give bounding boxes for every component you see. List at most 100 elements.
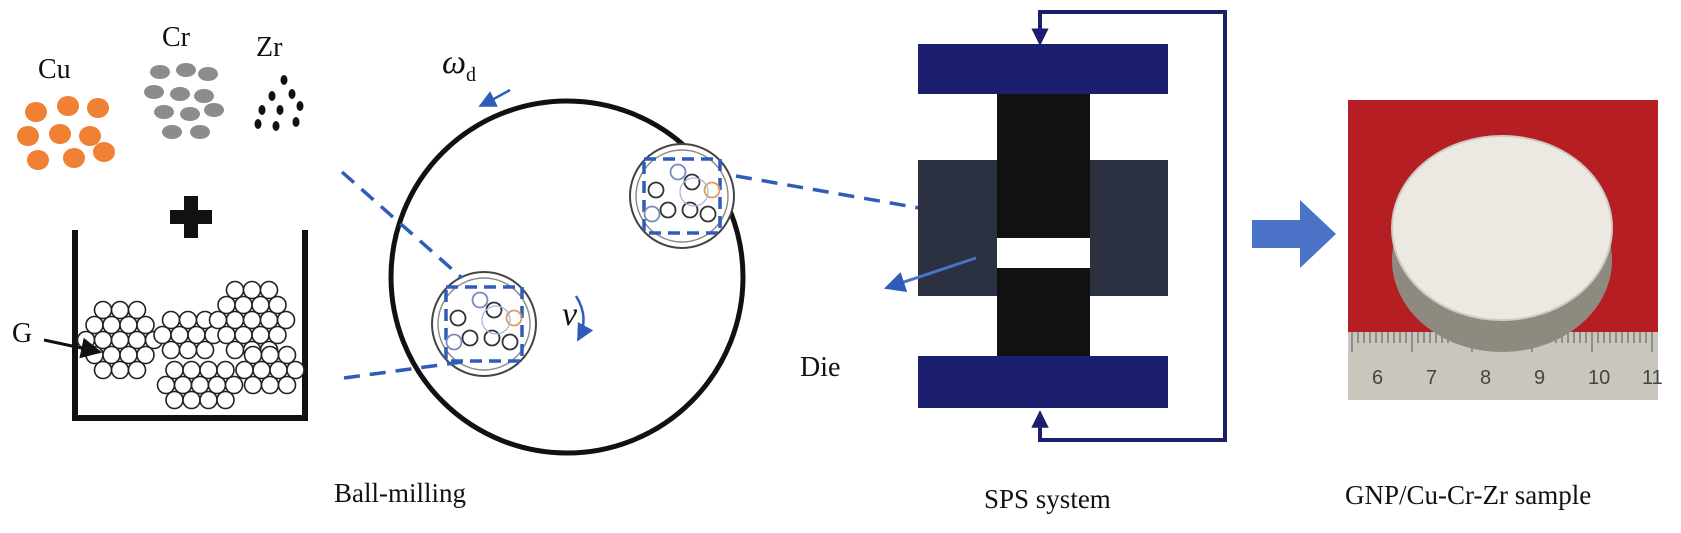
graphene-sphere — [216, 390, 235, 410]
graphene-sphere — [216, 360, 235, 380]
graphene-sphere — [110, 330, 130, 350]
caption-ball-milling: Ball-milling — [334, 478, 466, 508]
label-die: Die — [800, 352, 841, 383]
vial-ball — [659, 201, 677, 219]
graphene-sphere — [110, 360, 130, 380]
graphene-sphere — [225, 340, 245, 360]
graphene-sphere — [93, 300, 113, 320]
vial-ball — [669, 163, 687, 181]
zr-particle — [272, 121, 280, 131]
graphene-sphere — [76, 330, 96, 350]
top-electrode — [918, 44, 1168, 94]
sample-disk-top — [1391, 135, 1613, 321]
graphene-sphere — [190, 375, 210, 395]
vial-ball — [703, 181, 721, 199]
graphene-sphere — [170, 325, 189, 345]
label-angular-velocity: ωd — [442, 44, 476, 87]
vial-ball — [643, 205, 661, 223]
graphene-sphere — [127, 300, 147, 320]
graphene-pointer-arrow — [43, 337, 103, 359]
graphene-sphere — [119, 315, 138, 335]
graphene-sphere — [127, 330, 147, 350]
graphene-sphere — [277, 345, 297, 365]
label-graphene: G — [12, 318, 33, 349]
container-outline — [72, 230, 308, 421]
vial-ball — [699, 205, 717, 223]
graphene-sphere — [182, 390, 201, 410]
graphene-sphere — [260, 375, 280, 395]
zr-particle — [292, 117, 300, 127]
die-pointer-arrow — [884, 256, 977, 292]
milling-jar — [388, 98, 746, 456]
zr-particle — [296, 101, 304, 111]
graphene-sphere — [182, 360, 201, 380]
zr-particle — [268, 91, 276, 101]
graphene-sphere — [173, 375, 193, 395]
graphene-sphere — [217, 295, 236, 315]
label-cr: Cr — [162, 22, 190, 53]
graphene-sphere — [208, 310, 228, 330]
vial-ball — [461, 329, 479, 347]
label-velocity: v — [562, 296, 578, 333]
graphene-sphere — [268, 295, 287, 315]
plus-sign-horizontal — [170, 210, 212, 224]
graphene-sphere — [93, 330, 113, 350]
bottom-electrode — [918, 356, 1168, 408]
graphene-sphere — [165, 390, 184, 410]
graphene-sphere — [85, 315, 104, 335]
vial-ball — [445, 333, 463, 351]
graphene-sphere — [251, 295, 270, 315]
projection-line-upper — [340, 170, 464, 280]
graphene-sphere — [234, 295, 253, 315]
cr-particle — [162, 125, 182, 139]
cr-particle — [204, 103, 224, 117]
graphene-sphere — [161, 310, 181, 330]
vial-ball — [647, 181, 665, 199]
graphene-sphere — [235, 360, 254, 380]
cr-particle — [194, 89, 214, 103]
cu-particle — [93, 142, 115, 162]
graphene-sphere — [217, 325, 236, 345]
cu-particle — [17, 126, 39, 146]
ruler-number: 6 — [1372, 367, 1383, 389]
cu-particle — [27, 150, 49, 170]
die-cavity — [997, 238, 1090, 268]
graphene-sphere — [178, 340, 198, 360]
graphene-sphere — [259, 280, 279, 300]
graphene-sphere — [225, 280, 245, 300]
vial-swirl — [481, 305, 511, 335]
graphene-sphere — [224, 375, 244, 395]
zr-particle — [288, 89, 296, 99]
vial-inner-ring — [437, 277, 531, 371]
milling-vial — [629, 143, 735, 249]
omega-symbol: ω — [442, 44, 467, 81]
ruler-number: 10 — [1588, 367, 1610, 389]
graphene-sphere — [178, 310, 198, 330]
graphene-sphere — [161, 340, 181, 360]
graphene-sphere — [136, 345, 155, 365]
graphene-sphere — [251, 325, 270, 345]
graphene-cluster — [153, 310, 223, 360]
caption-sample: GNP/Cu-Cr-Zr sample — [1345, 480, 1592, 510]
zr-particle — [258, 105, 266, 115]
graphene-sphere — [136, 315, 155, 335]
graphene-sphere — [268, 325, 287, 345]
graphene-sphere — [127, 360, 147, 380]
cr-particle — [180, 107, 200, 121]
cu-particle — [25, 102, 47, 122]
process-arrow — [1252, 200, 1336, 268]
projection-line-lower — [343, 360, 463, 380]
graphene-sphere — [242, 280, 262, 300]
cr-particle — [170, 87, 190, 101]
graphene-sphere — [234, 325, 253, 345]
vial-ball — [681, 201, 699, 219]
graphene-sphere — [252, 360, 271, 380]
graphene-sphere — [153, 325, 172, 345]
label-zr: Zr — [256, 32, 283, 63]
graphene-cluster — [156, 360, 244, 410]
label-cu: Cu — [38, 54, 71, 85]
vial-ball — [501, 333, 519, 351]
cr-particle — [198, 67, 218, 81]
